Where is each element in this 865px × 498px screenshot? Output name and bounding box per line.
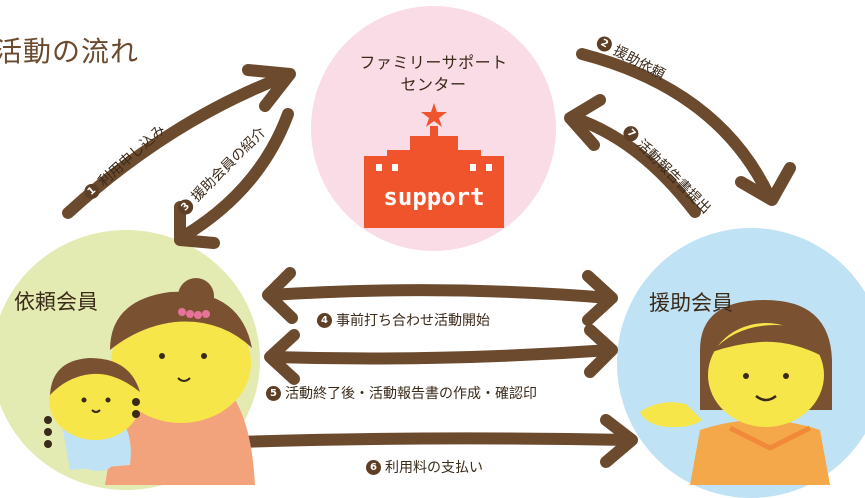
- arrowhead-step1: [242, 64, 296, 112]
- step-text-5: 活動終了後・活動報告書の作成・確認印: [285, 386, 537, 402]
- support-building-icon: support: [364, 103, 504, 228]
- page-title: 活動の流れ: [0, 35, 140, 68]
- step-text-6: 利用料の支払い: [385, 460, 483, 476]
- arrowhead-step6: [600, 414, 638, 468]
- arrow-step4: [264, 284, 616, 304]
- support-center-label: ファミリーサポート センター: [311, 52, 556, 96]
- mother-illustration: [105, 278, 255, 485]
- arrow-step6: [232, 432, 636, 448]
- arrowhead-step4-right: [582, 270, 618, 326]
- step-number-6: 6: [366, 459, 381, 475]
- arrow-step2: [576, 48, 776, 204]
- arrow-step3: [178, 108, 294, 242]
- arrowhead-step5-left: [264, 329, 300, 385]
- diagram-art: support: [44, 48, 832, 485]
- support-sign-text: support: [383, 183, 484, 211]
- step-number-4: 4: [317, 312, 332, 328]
- support-center-name-line1: ファミリーサポート: [359, 53, 508, 72]
- arrowhead-step7: [564, 94, 606, 151]
- step-text-4: 事前打ち合わせ活動開始: [336, 313, 490, 329]
- step-label-6: 6 利用料の支払い: [366, 457, 483, 477]
- support-center-name-line2: センター: [400, 75, 467, 94]
- step-number-5: 5: [266, 385, 281, 401]
- step-label-4: 4 事前打ち合わせ活動開始: [317, 310, 490, 330]
- requesting-member-label: 依頼会員: [14, 290, 98, 314]
- arrowhead-step4-left: [262, 267, 298, 324]
- arrowhead-step3: [174, 201, 220, 249]
- helper-illustration: [640, 300, 832, 485]
- step-label-5: 5 活動終了後・活動報告書の作成・確認印: [266, 383, 537, 403]
- arrowhead-step2: [735, 162, 796, 206]
- helping-member-label: 援助会員: [649, 291, 733, 315]
- arrowhead-step5-right: [584, 324, 618, 378]
- child-illustration: [44, 358, 141, 471]
- arrow-step5: [266, 344, 616, 365]
- arrow-step7: [568, 112, 701, 218]
